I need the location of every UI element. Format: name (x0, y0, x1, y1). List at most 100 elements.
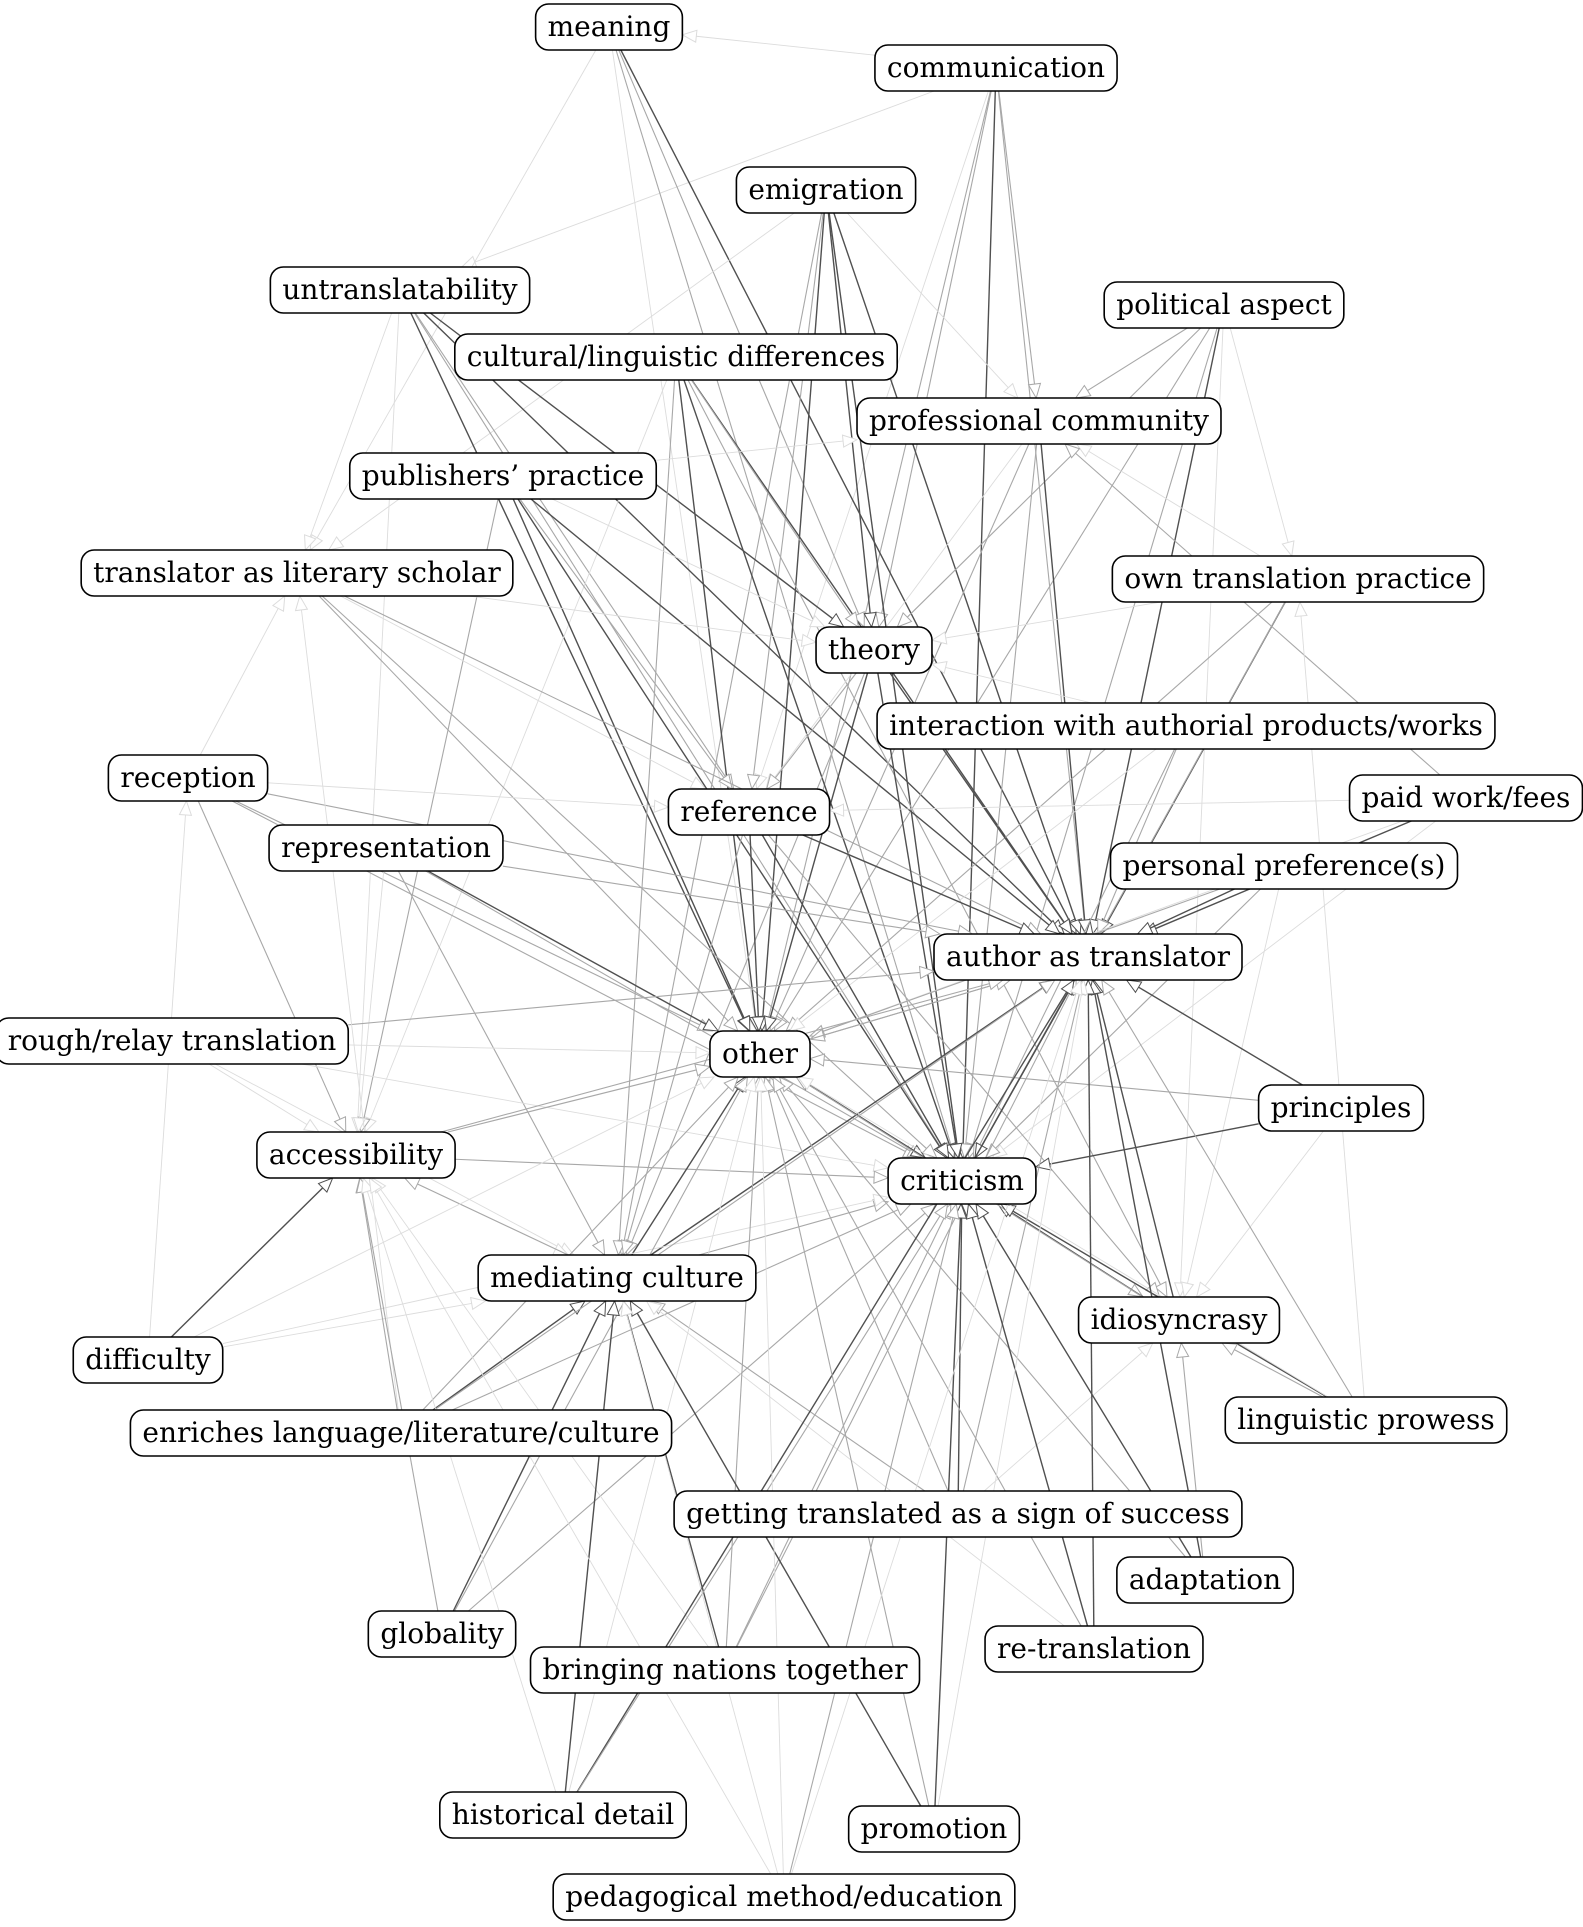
node-criticism[interactable]: criticism (887, 1157, 1037, 1205)
node-linguistic-prowess[interactable]: linguistic prowess (1224, 1396, 1508, 1444)
node-representation[interactable]: representation (268, 824, 504, 872)
edge-line (321, 595, 927, 1149)
node-own-translation-practice[interactable]: own translation practice (1111, 555, 1485, 603)
edge-personal_preferences-to-idiosyncrasy (1181, 888, 1280, 1299)
edge-line (796, 601, 1273, 1023)
node-meaning[interactable]: meaning (534, 3, 684, 51)
edge-arrowhead (1195, 1281, 1211, 1299)
node-accessibility[interactable]: accessibility (256, 1131, 456, 1179)
edge-enriches_language-to-mediating_culture (432, 1300, 586, 1411)
node-emigration[interactable]: emigration (735, 166, 917, 214)
node-historical-detail[interactable]: historical detail (439, 1791, 687, 1839)
node-idiosyncrasy[interactable]: idiosyncrasy (1077, 1296, 1281, 1344)
node-label: accessibility (269, 1138, 443, 1171)
edge-arrowhead (844, 611, 860, 629)
node-difficulty[interactable]: difficulty (72, 1336, 224, 1384)
edge-cultural_linguistic_differences-to-idiosyncrasy (687, 379, 1168, 1299)
edge-arrowhead (695, 1045, 712, 1060)
edge-line (410, 312, 744, 1019)
node-box (367, 1610, 517, 1658)
edge-line (791, 993, 1077, 1875)
edge-arrowhead (606, 1299, 620, 1317)
node-untranslatability[interactable]: untranslatability (269, 266, 531, 314)
edge-line (363, 498, 499, 1119)
edge-line (1149, 888, 1235, 929)
edge-mediating_culture-to-accessibility (403, 1177, 569, 1256)
edge-arrowhead (975, 1202, 990, 1220)
node-interaction-with-authorial-works[interactable]: interaction with authorial products/work… (876, 702, 1496, 750)
node-theory[interactable]: theory (815, 626, 933, 674)
edge-line (502, 865, 927, 933)
edge-line (366, 1191, 557, 1793)
edge-difficulty-to-mediating_culture (222, 1296, 487, 1348)
edge-publishers_practice-to-other (512, 498, 751, 1033)
edge-line (774, 443, 1023, 779)
edge-rough_relay_translation-to-author_as_translator (348, 965, 936, 1026)
node-box (876, 702, 1496, 750)
node-getting-translated-success[interactable]: getting translated as a sign of success (673, 1490, 1243, 1538)
edge-line (843, 799, 1350, 811)
node-publishers-practice[interactable]: publishers’ practice (348, 452, 658, 500)
edge-line (1094, 993, 1202, 1558)
edge-emigration-to-author_as_translator (833, 212, 1082, 936)
edge-line (193, 1082, 702, 1338)
node-author-as-translator[interactable]: author as translator (933, 933, 1243, 981)
node-promotion[interactable]: promotion (847, 1805, 1021, 1853)
node-paid-work-fees[interactable]: paid work/fees (1348, 774, 1583, 822)
edge-arrowhead (723, 1076, 740, 1093)
edge-line (474, 90, 935, 263)
node-mediating-culture[interactable]: mediating culture (477, 1254, 757, 1302)
node-box (874, 44, 1118, 92)
node-cultural-linguistic-differences[interactable]: cultural/linguistic differences (454, 333, 898, 381)
node-adaptation[interactable]: adaptation (1116, 1556, 1294, 1604)
edge-globality-to-mediating_culture (452, 1299, 607, 1612)
edge-arrowhead (352, 1116, 367, 1134)
edge-line (301, 1063, 875, 1166)
edge-publishers_practice-to-theory (551, 498, 827, 628)
edge-line (937, 993, 1082, 1807)
node-label: difficulty (85, 1343, 211, 1376)
node-reception[interactable]: reception (107, 754, 269, 802)
node-political-aspect[interactable]: political aspect (1103, 281, 1345, 329)
edge-arrowhead (303, 534, 317, 552)
edge-line (998, 90, 1036, 385)
node-label: getting translated as a sign of success (686, 1497, 1230, 1530)
node-pedagogical-method[interactable]: pedagogical method/education (552, 1873, 1016, 1921)
node-bringing-nations-together[interactable]: bringing nations together (529, 1646, 921, 1694)
node-label: personal preference(s) (1123, 849, 1446, 882)
node-principles[interactable]: principles (1257, 1084, 1425, 1132)
node-professional-community[interactable]: professional community (856, 397, 1222, 445)
edge-line (983, 1351, 1143, 1492)
edge-pedagogical_method-to-mediating_culture (620, 1299, 779, 1875)
edge-line (768, 834, 1151, 1287)
edge-arrowhead (1154, 1281, 1168, 1299)
node-translator-as-literary-scholar[interactable]: translator as literary scholar (80, 549, 514, 597)
edge-arrowhead (702, 1018, 720, 1032)
node-personal-preferences[interactable]: personal preference(s) (1109, 842, 1459, 890)
edge-line (631, 1088, 739, 1256)
edge-line (753, 212, 824, 776)
node-label: interaction with authorial products/work… (889, 709, 1483, 742)
edge-line (454, 1089, 742, 1612)
edge-arrowhead (828, 612, 845, 628)
edge-line (519, 498, 725, 779)
node-label: emigration (748, 173, 903, 206)
edge-line (997, 90, 1085, 921)
node-other[interactable]: other (709, 1030, 811, 1078)
edge-arrowhead (828, 803, 845, 817)
edge-line (802, 834, 1022, 930)
node-communication[interactable]: communication (874, 44, 1118, 92)
node-enriches-language[interactable]: enriches language/literature/culture (129, 1409, 673, 1457)
edge-globality-to-other (454, 1075, 748, 1612)
node-rough-relay-translation[interactable]: rough/relay translation (0, 1017, 350, 1065)
node-re-translation[interactable]: re-translation (984, 1625, 1204, 1673)
edge-own_translation_practice-to-theory (930, 601, 1161, 645)
edge-arrowhead (368, 1176, 383, 1194)
node-reference[interactable]: reference (667, 788, 831, 836)
edge-principles-to-author_as_translator (1125, 979, 1303, 1086)
node-box (348, 452, 658, 500)
node-globality[interactable]: globality (367, 1610, 517, 1658)
edge-line (414, 312, 727, 778)
node-box (80, 549, 514, 597)
edge-line (656, 440, 844, 461)
